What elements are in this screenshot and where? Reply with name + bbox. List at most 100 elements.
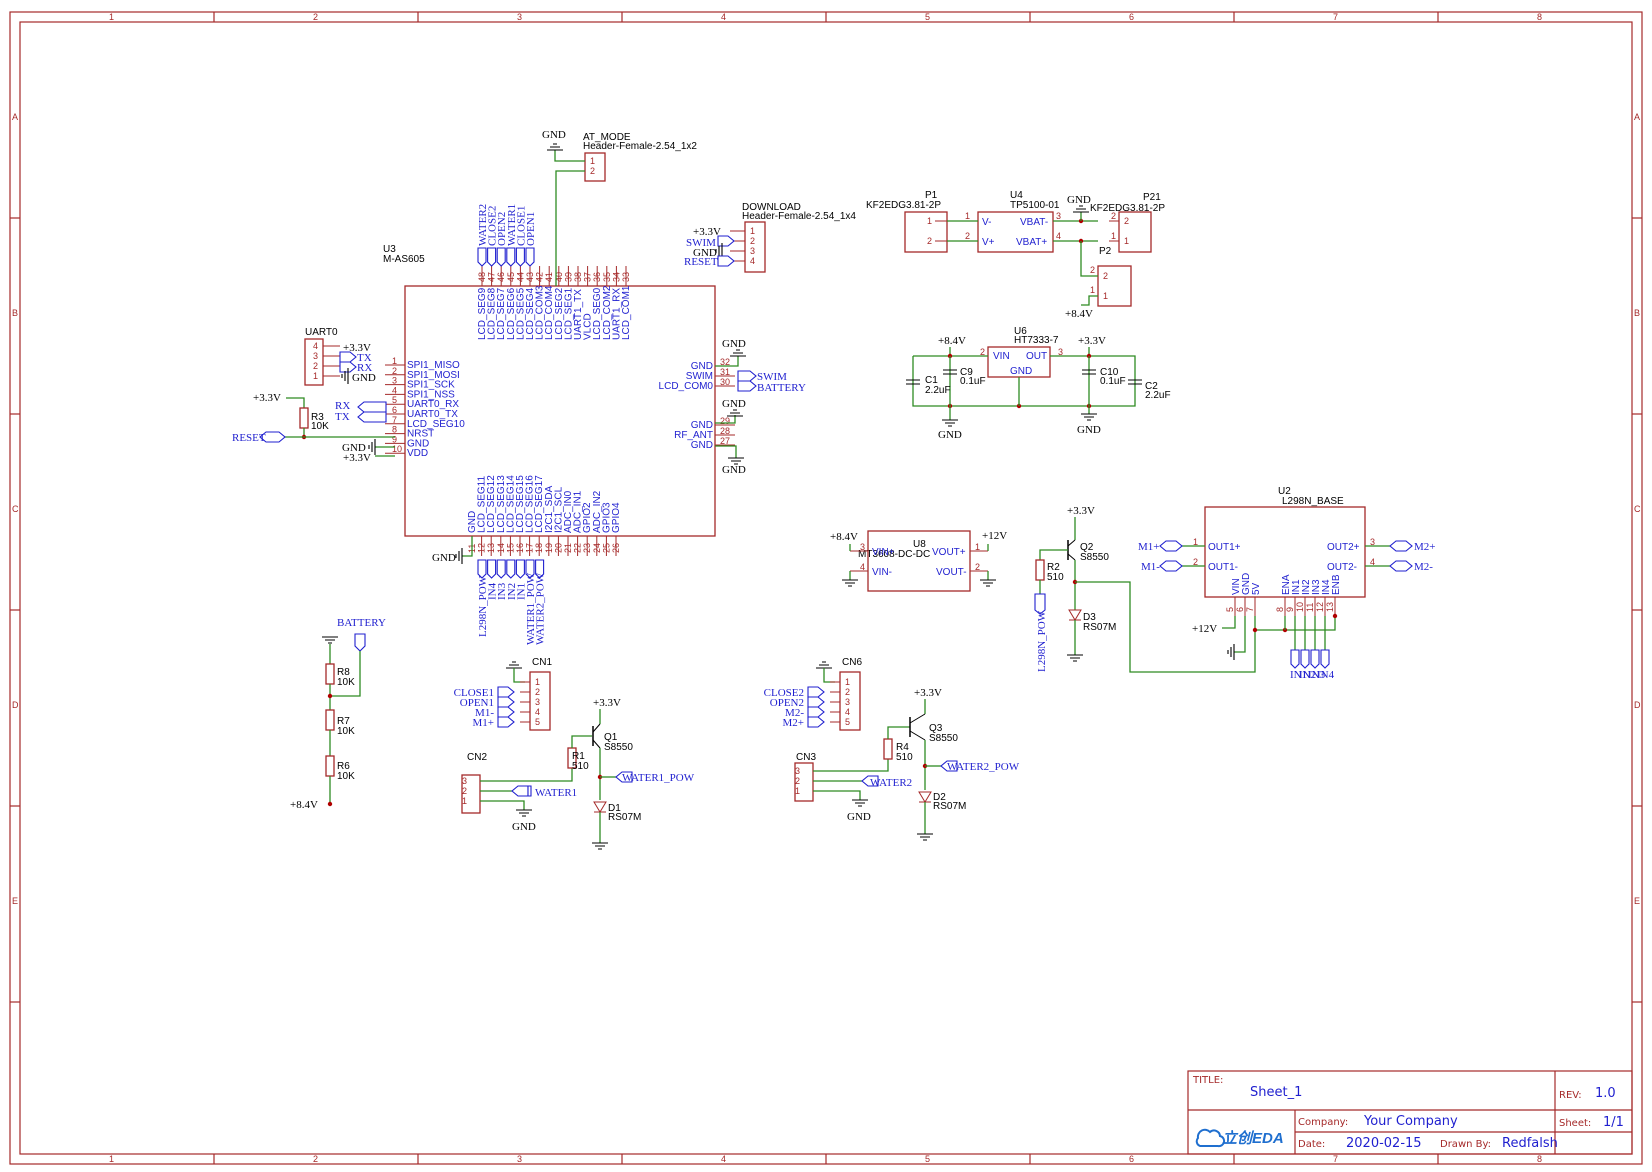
u3-pin-name: GPIO4 xyxy=(611,502,622,533)
u3-bottom-gnd: GND xyxy=(432,536,473,564)
l298n-section[interactable]: U2 L298N_BASE OUT1+ OUT1- OUT2+ OUT2- 1 … xyxy=(1138,486,1435,681)
u3-pin-number: 7 xyxy=(392,415,397,425)
svg-text:510: 510 xyxy=(1047,572,1064,583)
u3-pin-number: 23 xyxy=(582,543,592,553)
uart0-ref: UART0 xyxy=(305,327,338,338)
u3-pin-name: LCD_SEG1 xyxy=(563,287,574,340)
battery-divider[interactable]: BATTERY R8 10K R7 10K R6 10K +8.4V xyxy=(290,617,386,811)
svg-text:4: 4 xyxy=(1370,557,1375,567)
sheet-label: Sheet: xyxy=(1559,1118,1591,1129)
u3-pin-number: 27 xyxy=(720,436,730,446)
ldo-section[interactable]: U6 HT7333-7 VIN OUT GND 2 3 +8.4V +3.3V … xyxy=(906,326,1171,441)
svg-text:M1-: M1- xyxy=(475,707,494,719)
date-label: Date: xyxy=(1298,1139,1325,1150)
zone-col-label: 4 xyxy=(721,1154,726,1164)
svg-text:OUT1+: OUT1+ xyxy=(1208,542,1241,553)
u3-pin-name: I2C1_SCL xyxy=(553,486,564,533)
p21-ref: P21 xyxy=(1143,192,1161,203)
battery-label: BATTERY xyxy=(757,382,806,394)
u3-pin-name: LCD_COM2 xyxy=(602,285,613,340)
u3-pin-number: 39 xyxy=(563,272,573,282)
net-flag xyxy=(515,559,525,579)
svg-text:D1: D1 xyxy=(608,803,621,814)
r3-reset[interactable]: +3.3V R3 10K RESET GND +3.3V xyxy=(232,392,395,464)
svg-text:2: 2 xyxy=(845,687,850,697)
u3-pin-name: UART0_RX xyxy=(407,399,459,410)
svg-text:M2-: M2- xyxy=(785,707,804,719)
gnd-label: GND xyxy=(1077,424,1101,436)
svg-text:10K: 10K xyxy=(337,677,355,688)
u3-pin-name: LCD_SEG11 xyxy=(477,475,488,533)
svg-text:2: 2 xyxy=(313,361,318,371)
u3-pin-name: UART1_RX xyxy=(611,288,622,340)
u3-pin-number: 2 xyxy=(392,366,397,376)
m1m-label: M1- xyxy=(1141,561,1160,573)
u3-pin-number: 41 xyxy=(544,272,554,282)
v33-label: +3.3V xyxy=(343,342,371,354)
zone-row-label: C xyxy=(12,504,19,514)
u3-pin-number: 18 xyxy=(534,543,544,553)
water2-pow-label: WATER2_POW xyxy=(947,761,1020,773)
zone-row-label: A xyxy=(1634,112,1640,122)
net-flag xyxy=(487,247,497,267)
at-mode-header[interactable]: AT_MODE Header-Female-2.54_1x2 1 2 GND xyxy=(542,129,697,286)
zone-col-label: 1 xyxy=(109,12,114,22)
u3-pin-name: LCD_SEG15 xyxy=(515,475,526,533)
net-label: IN1 xyxy=(1290,669,1307,681)
svg-text:4: 4 xyxy=(750,256,755,266)
u3-value: M-AS605 xyxy=(383,254,425,265)
svg-text:D2: D2 xyxy=(933,792,946,803)
svg-text:3: 3 xyxy=(535,697,540,707)
svg-text:10: 10 xyxy=(1295,602,1305,612)
svg-text:2: 2 xyxy=(1111,211,1116,221)
zone-col-label: 3 xyxy=(517,1154,522,1164)
svg-text:V-: V- xyxy=(982,217,991,228)
svg-text:OUT: OUT xyxy=(1026,351,1047,362)
svg-text:CLOSE2: CLOSE2 xyxy=(764,687,804,699)
u3-pin-name: LCD_SEG14 xyxy=(505,475,516,533)
zone-row-label: E xyxy=(12,896,18,906)
svg-text:OUT2-: OUT2- xyxy=(1327,562,1357,573)
charger-section[interactable]: P1 KF2EDG3.81-2P 1 2 U4 TP5100-01 1 2 V-… xyxy=(866,190,1165,320)
gnd-label: GND xyxy=(722,464,746,476)
net-label: IN1 xyxy=(515,583,527,600)
boost-section[interactable]: U8 MT3608-DC-DC VIN+ VIN- VOUT+ VOUT- 3 … xyxy=(830,530,1007,592)
u3-right-nets: GND SWIM BATTERY GND GND xyxy=(715,338,806,476)
svg-text:2: 2 xyxy=(1124,216,1129,226)
u3-pin-name: LCD_COM3 xyxy=(535,285,546,340)
u8-value: MT3608-DC-DC xyxy=(858,549,930,560)
u3-pin-number: 28 xyxy=(720,426,730,436)
svg-text:2: 2 xyxy=(1193,557,1198,567)
gnd-label: GND xyxy=(352,372,376,384)
u3-pin-name: ADC_IN2 xyxy=(592,490,603,533)
v84-label: +8.4V xyxy=(938,335,966,347)
sheet-number: 1/1 xyxy=(1603,1115,1624,1130)
gnd-label: GND xyxy=(722,338,746,350)
svg-text:4: 4 xyxy=(535,707,540,717)
u3-pin-number: 31 xyxy=(720,367,730,377)
u3-pin-name: LCD_SEG7 xyxy=(496,287,507,340)
download-header[interactable]: DOWNLOAD Header-Female-2.54_1x4 1234+3.3… xyxy=(684,202,856,273)
p2-ref: P2 xyxy=(1099,246,1112,257)
u3-pin-name: GND xyxy=(691,420,713,431)
u3-top-pins: 48LCD_SEG947LCD_SEG846LCD_SEG745LCD_SEG6… xyxy=(477,266,632,340)
zone-row-label: A xyxy=(12,112,18,122)
title-block: TITLE: Sheet_1 REV: 1.0 Company: Your Co… xyxy=(1187,1070,1633,1155)
svg-text:3: 3 xyxy=(462,776,467,786)
net-flag xyxy=(496,559,506,579)
net-label: IN2 xyxy=(1299,669,1316,681)
svg-text:3: 3 xyxy=(795,766,800,776)
net-label: WATER1 xyxy=(506,204,518,246)
svg-text:VIN+: VIN+ xyxy=(872,547,895,558)
l298n-power-switch[interactable]: +3.3V Q2 S8550 R2 510 L298N_POW D3 RS07M xyxy=(1034,505,1256,673)
svg-text:M1+: M1+ xyxy=(473,717,494,729)
svg-text:CN6: CN6 xyxy=(842,657,862,668)
u3-pin-number: 33 xyxy=(621,272,631,282)
svg-text:510: 510 xyxy=(896,752,913,763)
